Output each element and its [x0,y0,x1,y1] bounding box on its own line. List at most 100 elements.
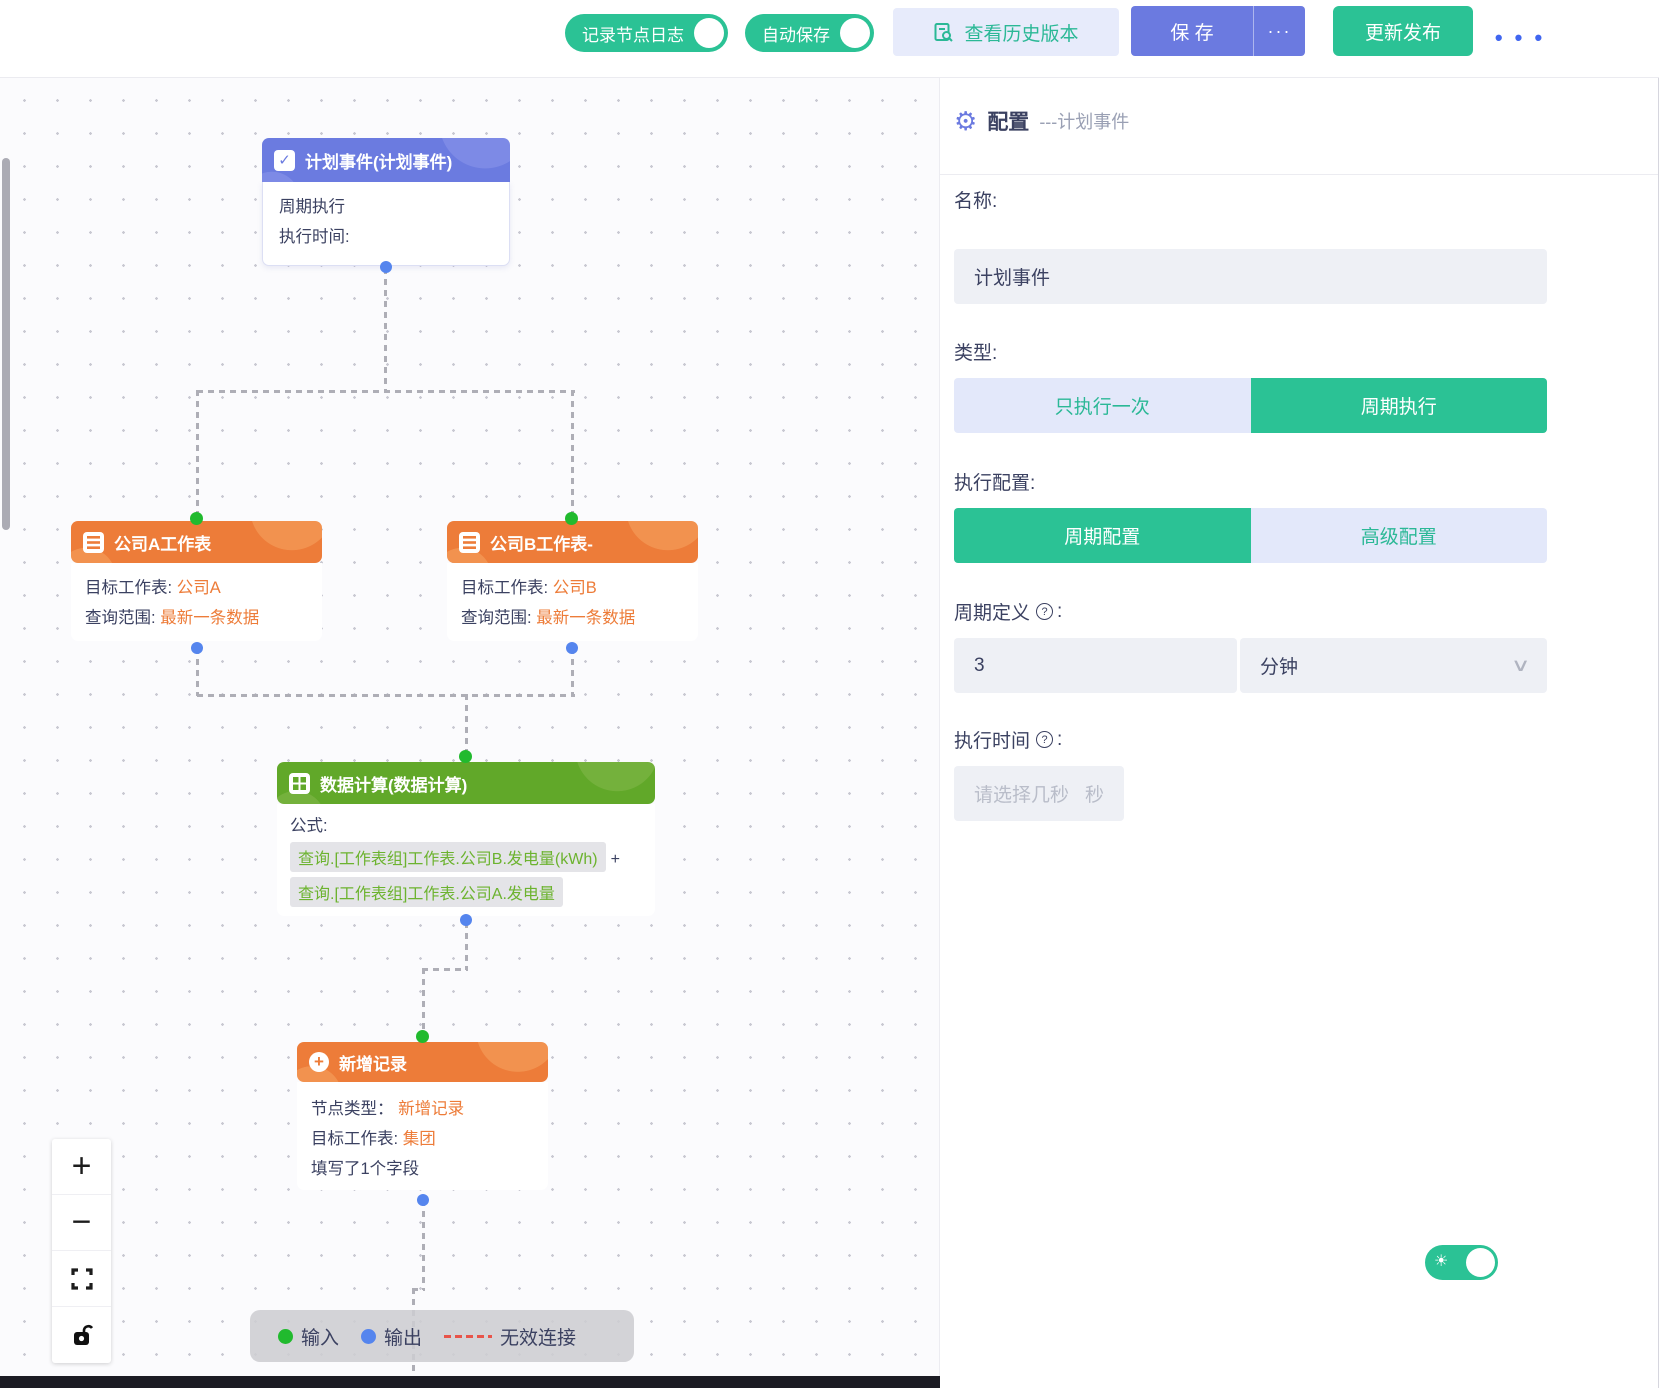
exec-time-suffix: 秒 [1084,785,1104,806]
node-sheetB-title: 公司B工作表- [490,534,593,554]
top-toolbar: 记录节点日志 自动保存 查看历史版本 保 存 ··· 更新发布 • • • [0,0,1659,78]
theme-toggle[interactable]: ☀ [1425,1245,1498,1280]
connector-calc-jog [422,968,468,971]
zoom-out-button[interactable]: − [52,1195,111,1251]
more-menu-button[interactable]: • • • [1494,25,1546,50]
config-panel: ⚙ 配置 ---计划事件 名称: 计划事件 类型: 只执行一次 周期执行 执行配… [940,78,1658,1388]
exec-config-segmented-control: 周期配置 高级配置 [954,508,1547,563]
sheetB-target-value: 公司B [552,579,597,597]
calc-formula-label: 公式: [290,817,328,835]
calc-output-port[interactable] [460,914,472,926]
calc-formula-chip-2: 查询.[工作表组]工作表.公司A.发电量 [290,877,563,907]
canvas-scrollbar[interactable] [2,158,10,530]
autosave-toggle[interactable]: 自动保存 [745,14,874,52]
update-publish-button[interactable]: 更新发布 [1333,6,1473,56]
exec-option-period[interactable]: 周期配置 [954,508,1251,563]
gear-icon: ⚙ [954,106,978,136]
config-panel-header: ⚙ 配置 ---计划事件 [954,106,1129,136]
sheetA-target-label: 目标工作表: [85,579,173,597]
sheetA-input-port[interactable] [190,512,203,525]
period-help-icon[interactable]: ? [1036,603,1054,620]
exec-option-advanced[interactable]: 高级配置 [1250,508,1547,563]
sun-icon: ☀ [1434,1253,1449,1270]
node-schedule-header[interactable]: ✓ 计划事件(计划事件) [262,138,510,182]
connector-merge-horizontal [197,694,575,697]
type-option-once[interactable]: 只执行一次 [954,378,1251,433]
name-field-label: 名称: [954,191,998,212]
node-addrecord-header[interactable]: + 新增记录 [297,1042,548,1082]
connector-calc-down [465,922,468,970]
sheetA-output-port[interactable] [191,642,203,654]
sheetB-target-label: 目标工作表: [461,579,549,597]
legend-input-dot-icon [278,1328,293,1344]
node-log-toggle-label: 记录节点日志 [582,25,684,45]
schedule-output-port[interactable] [380,261,392,273]
canvas-zoom-controls: + − [52,1139,111,1363]
fit-screen-button[interactable] [52,1251,111,1307]
addrecord-type-label: 节点类型： [311,1100,394,1118]
exec-time-input[interactable]: 请选择几秒 秒 [954,766,1124,821]
exec-time-help-icon[interactable]: ? [1036,731,1054,748]
node-calc-header[interactable]: 数据计算(数据计算) [277,762,655,804]
period-value-input[interactable]: 3 [954,638,1237,693]
period-label-text: 周期定义 [954,603,1031,624]
calc-calculator-icon [289,772,310,794]
view-history-button[interactable]: 查看历史版本 [893,8,1119,56]
node-calc-body[interactable]: 公式: 查询.[工作表组]工作表.公司B.发电量(kWh)+ 查询.[工作表组]… [277,804,655,916]
schedule-time-text: 执行时间: [279,228,350,246]
calc-input-port[interactable] [459,750,472,763]
legend-input-item: 输入 [278,1323,339,1350]
lock-button[interactable] [52,1307,111,1363]
sheetA-range-label: 查询范围: [85,609,156,627]
zoom-in-button[interactable]: + [52,1139,111,1195]
period-label-colon: : [1057,600,1063,622]
theme-toggle-knob[interactable] [1466,1248,1495,1277]
legend-output-label: 输出 [384,1327,423,1349]
node-sheetB-body[interactable]: 目标工作表: 公司B 查询范围: 最新一条数据 [447,563,698,641]
node-log-toggle[interactable]: 记录节点日志 [565,14,728,52]
node-addrecord-body[interactable]: 节点类型： 新增记录 目标工作表: 集团 填写了1个字段 [297,1082,548,1190]
addrecord-fields-note: 填写了1个字段 [311,1160,420,1178]
legend-input-label: 输入 [301,1327,340,1349]
addrecord-target-label: 目标工作表: [311,1130,399,1148]
node-schedule-body[interactable]: 周期执行 执行时间: [262,182,510,266]
autosave-toggle-knob[interactable] [840,18,870,48]
connector-split-horizontal [197,390,575,393]
save-button[interactable]: 保 存 [1131,6,1254,56]
node-sheetB-header[interactable]: 公司B工作表- [447,521,698,563]
addrecord-target-value: 集团 [402,1130,436,1148]
node-calc-title: 数据计算(数据计算) [320,775,468,795]
addrecord-output-port[interactable] [417,1194,429,1206]
name-input-value: 计划事件 [974,268,1051,289]
exec-time-field-label: 执行时间?: [954,726,1062,753]
save-button-group: 保 存 ··· [1131,6,1305,56]
fit-screen-icon [70,1267,93,1290]
legend-invalid-dash-icon [444,1334,493,1338]
period-unit-select[interactable]: 分钟 ∨ [1240,638,1547,693]
save-more-button[interactable]: ··· [1267,20,1292,41]
addrecord-type-value: 新增记录 [398,1100,465,1118]
bottom-window-edge [0,1376,940,1388]
calc-operator: + [610,851,620,868]
sheetB-output-port[interactable] [566,642,578,654]
node-log-toggle-knob[interactable] [694,18,724,48]
connector-to-sheetB [571,390,574,516]
connector-to-sheetA [196,390,199,516]
addrecord-plus-icon: + [309,1052,329,1072]
sheetB-input-port[interactable] [565,512,578,525]
config-subtitle: ---计划事件 [1039,112,1130,132]
exec-time-label-text: 执行时间 [954,731,1031,752]
period-unit-value: 分钟 [1260,657,1299,678]
exec-time-label-colon: : [1057,728,1063,750]
name-input[interactable]: 计划事件 [954,249,1547,304]
node-sheetA-header[interactable]: 公司A工作表 [71,521,322,563]
connector-bottom-jog [412,1288,425,1291]
sheetB-worksheet-icon [459,531,480,553]
connector-to-addrecord [422,968,425,1032]
addrecord-input-port[interactable] [416,1030,429,1043]
view-history-label: 查看历史版本 [964,23,1079,45]
node-sheetA-body[interactable]: 目标工作表: 公司A 查询范围: 最新一条数据 [71,563,322,641]
type-option-periodic[interactable]: 周期执行 [1250,378,1547,433]
legend-invalid-item: 无效连接 [444,1323,576,1350]
